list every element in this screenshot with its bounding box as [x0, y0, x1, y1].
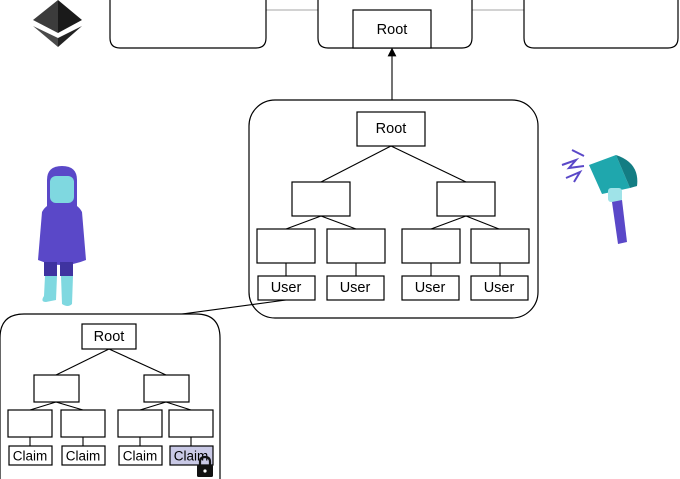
claim-leaf-label: Claim — [66, 449, 101, 464]
claim-leaf-label: Claim — [123, 449, 158, 464]
low-node-2 — [60, 409, 106, 438]
user-leaf-label: User — [271, 280, 302, 296]
low-branch-right — [143, 374, 190, 403]
low-branch-left — [33, 374, 80, 403]
claim-leaf-2 — [61, 445, 106, 466]
mid-node-1 — [256, 228, 316, 264]
user-leaf-4 — [470, 275, 529, 301]
user-leaf-label: User — [340, 280, 371, 296]
low-node-1 — [7, 409, 53, 438]
low-node-3 — [117, 409, 163, 438]
mid-root-label: Root — [376, 121, 407, 137]
claim-leaf-1 — [8, 445, 53, 466]
mid-branch-left — [291, 181, 351, 217]
person-illustration-icon — [38, 166, 86, 306]
mid-node-2 — [326, 228, 386, 264]
top-root-label: Root — [377, 22, 408, 38]
user-leaf-label: User — [484, 280, 515, 296]
claim-leaf-4-highlighted — [169, 445, 214, 466]
claim-tree-panel: Root Claim Claim Claim Claim — [0, 313, 221, 479]
user-leaf-3 — [401, 275, 460, 301]
lock-icon — [197, 455, 213, 477]
megaphone-icon — [561, 149, 638, 244]
mid-branch-right — [436, 181, 496, 217]
mid-root-node — [356, 111, 426, 147]
user-leaf-2 — [326, 275, 385, 301]
user-tree-panel: Root User User User User — [248, 99, 539, 319]
ethereum-logo-icon — [33, 0, 82, 47]
user-leaf-label: User — [415, 280, 446, 296]
claim-leaf-3 — [118, 445, 163, 466]
claim-leaf-label: Claim — [174, 449, 209, 464]
low-root-label: Root — [94, 329, 125, 345]
top-panel-left — [109, 0, 267, 49]
top-chain: Root — [109, 0, 679, 49]
mid-node-4 — [470, 228, 530, 264]
mid-node-3 — [401, 228, 461, 264]
top-panel-right — [523, 0, 679, 49]
low-node-4 — [168, 409, 214, 438]
user-leaf-1 — [257, 275, 316, 301]
claim-leaf-label: Claim — [13, 449, 48, 464]
